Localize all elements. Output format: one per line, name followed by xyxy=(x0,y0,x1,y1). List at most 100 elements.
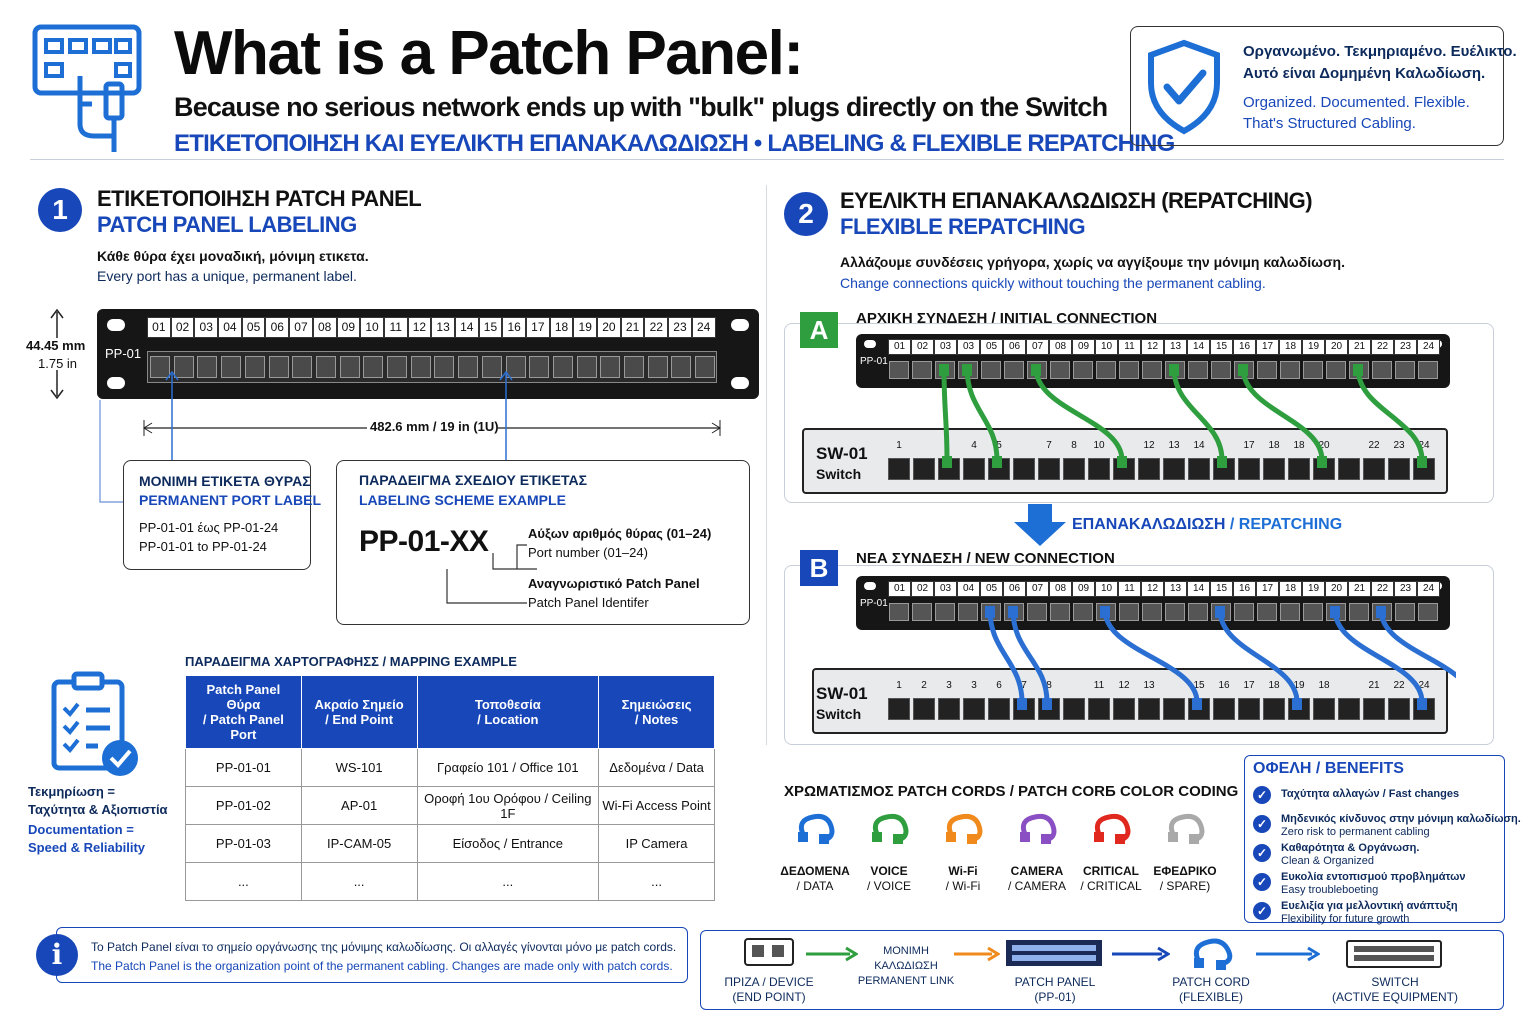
port-label: 14 xyxy=(454,317,479,338)
port-label: 19 xyxy=(573,317,598,338)
port-label: 14 xyxy=(1187,581,1210,597)
port-jack xyxy=(958,603,978,621)
port-label: 23 xyxy=(1394,581,1417,597)
section-1-title-en: PATCH PANEL LABELING xyxy=(97,212,357,237)
patch-cords-green xyxy=(939,364,1427,468)
switch-port-number: 22 xyxy=(1368,440,1380,451)
switch-port xyxy=(1263,698,1285,720)
switch-port xyxy=(1288,458,1310,480)
flow-device-2: (END POINT) xyxy=(732,990,806,1004)
documentation-text-3: Documentation = xyxy=(28,822,134,837)
check-icon: ✓ xyxy=(1253,815,1271,833)
switch-port xyxy=(1088,458,1110,480)
table-cell: Γραφείο 101 / Office 101 xyxy=(416,748,600,787)
benefit-text-en: Clean & Organized xyxy=(1281,855,1374,867)
color-code-label-en: / DATA xyxy=(796,879,834,893)
port-label: 09 xyxy=(336,317,361,338)
switch-port-number: 18 xyxy=(1268,680,1280,691)
cord-plug xyxy=(1042,698,1052,710)
port-jack xyxy=(889,603,909,621)
switch-port-number: 8 xyxy=(1046,680,1052,691)
port-jack xyxy=(1234,603,1254,621)
patch-cord xyxy=(1033,367,1125,461)
port-jack xyxy=(912,603,932,621)
cord-plug xyxy=(1417,456,1427,468)
badge-b: B xyxy=(800,550,838,586)
color-code-label-gr: CRITICAL xyxy=(1083,864,1139,878)
switch-id-a: SW-01 xyxy=(816,444,868,463)
cord-plug xyxy=(1376,606,1386,618)
table-cell: PP-01-02 xyxy=(185,786,302,825)
switch-port-number: 13 xyxy=(1168,440,1180,451)
port-label: 02 xyxy=(911,581,934,597)
flow-switch: SWITCH(ACTIVE EQUIPMENT) xyxy=(1330,975,1460,1005)
height-in: 1.75 in xyxy=(38,356,78,371)
port-label: 03 xyxy=(934,581,957,597)
port-label: 15 xyxy=(1210,339,1233,355)
switch-icon xyxy=(1346,940,1442,973)
port-label: 24 xyxy=(691,317,716,338)
section-1-desc-gr: Κάθε θύρα έχει μοναδική, μόνιμη ετικετα. xyxy=(97,248,369,264)
switch-port-number: 4 xyxy=(971,440,977,451)
switch-port-number: 24 xyxy=(1418,440,1430,451)
port-jack xyxy=(315,356,336,378)
header-cell: Σημειώσεις xyxy=(621,697,692,712)
flow-cord-1: PATCH CORD xyxy=(1172,975,1250,989)
table-cell: Wi-Fi Access Point xyxy=(598,786,715,825)
switch-port-number: 1 xyxy=(896,680,902,691)
switch-port xyxy=(1213,698,1235,720)
port-jack xyxy=(410,356,431,378)
arrow-blue-icon-1 xyxy=(1112,946,1171,967)
port-jack xyxy=(1188,603,1208,621)
patch-cord xyxy=(1217,609,1300,703)
benefit-item: ✓Ταχύτητα αλλαγών / Fast changes xyxy=(1251,784,1501,812)
switch-port-number: 22 xyxy=(1393,680,1405,691)
scheme-title-gr: ΠΑΡΑΔΕΙΓΜΑ ΣΧΕΔΙΟΥ ΕΤΙΚΕΤΑΣ xyxy=(359,472,588,488)
port-jack xyxy=(576,356,597,378)
badge-a: A xyxy=(800,312,838,348)
port-jack xyxy=(1073,361,1093,379)
patch-cord-icon xyxy=(1190,936,1234,975)
scheme-id-gr: Αναγνωριστικό Patch Panel xyxy=(528,576,700,591)
perm-line-2: PP-01-01 to PP-01-24 xyxy=(139,539,267,554)
port-label: 10 xyxy=(360,317,384,338)
color-code-item: VOICE/ VOICE xyxy=(854,812,924,894)
flow-cord: PATCH CORD(FLEXIBLE) xyxy=(1156,975,1266,1005)
port-label: 22 xyxy=(1371,339,1394,355)
color-code-item: CAMERA/ CAMERA xyxy=(1002,812,1072,894)
switch-port xyxy=(1363,698,1385,720)
switch-label-a: Switch xyxy=(816,466,862,482)
wall-outlet-icon xyxy=(744,938,794,971)
patch-cords-blue xyxy=(985,606,1456,710)
shield-check-icon xyxy=(1145,39,1223,140)
cord-plug xyxy=(1217,456,1227,468)
section-2-title-gr: ΕΥΕΛΙΚΤΗ ΕΠΑΝΑΚΑΛΩΔΙΩΣΗ (REPATCHING) xyxy=(840,188,1313,213)
switch-port xyxy=(1388,698,1410,720)
documentation-text-1: Τεκμηρίωση = xyxy=(28,784,115,799)
badge-text-en-2: That's Structured Cabling. xyxy=(1243,115,1416,132)
port-label: 05 xyxy=(980,339,1003,355)
port-jack xyxy=(1050,603,1070,621)
patch-cord xyxy=(1378,609,1456,679)
cord-plug xyxy=(962,364,972,376)
switch-port xyxy=(1088,698,1110,720)
color-code-label-en: / CRITICAL xyxy=(1080,879,1142,893)
switch-port-number: 17 xyxy=(1243,440,1255,451)
label-connector-lines xyxy=(96,370,516,510)
color-code-item: ΕΦΕΔΡΙΚΟ/ SPARE) xyxy=(1150,812,1220,894)
benefit-text-gr: Ευελιξία για μελλοντική ανάπτυξη xyxy=(1281,900,1458,912)
port-label: 21 xyxy=(1348,339,1371,355)
port-label: 20 xyxy=(1325,339,1348,355)
switch-port xyxy=(1163,458,1185,480)
table-row: ............ xyxy=(185,862,715,901)
port-label: 07 xyxy=(1026,581,1049,597)
table-cell: Είσοδος / Entrance xyxy=(416,824,600,863)
check-icon: ✓ xyxy=(1253,873,1271,891)
port-label: 10 xyxy=(1095,581,1118,597)
